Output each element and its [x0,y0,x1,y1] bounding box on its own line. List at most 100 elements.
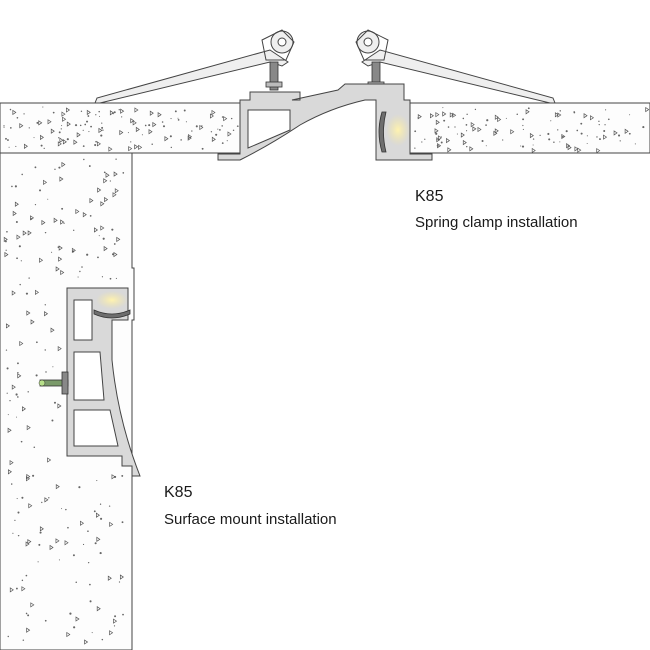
concrete-speck [14,201,19,207]
concrete-speck [41,501,43,504]
concrete-speck [201,147,204,150]
concrete-speck [9,587,14,593]
concrete-speck [6,367,9,370]
concrete-speck [144,124,147,127]
concrete-speck [38,543,41,546]
concrete-speck [221,116,224,118]
concrete-speck [35,374,38,377]
concrete-speck [529,132,534,139]
concrete-speck [20,260,22,262]
concrete-speck [215,133,218,136]
concrete-speck [226,140,228,142]
profile-chamber [73,299,93,341]
spring-clamp-profile [94,29,556,161]
concrete-speck [18,245,21,248]
concrete-speck [54,168,56,171]
concrete-speck [149,110,154,116]
concrete-speck [63,222,65,224]
concrete-speck [596,136,598,138]
concrete-speck [50,128,55,134]
concrete-speck [58,166,61,169]
concrete-speck [61,161,66,168]
concrete-speck [103,178,108,184]
concrete-speck [21,586,26,592]
concrete-speck [26,424,31,431]
concrete-speck [33,137,35,139]
concrete-speck [17,372,19,374]
concrete-speck [132,120,137,126]
concrete-speck [100,225,105,231]
concrete-speck [96,141,101,147]
concrete-speck [59,176,64,182]
concrete-speck [449,112,454,118]
concrete-speck [436,138,438,141]
concrete-speck [580,122,583,125]
concrete-speck [58,559,60,561]
concrete-speck [80,110,83,112]
concrete-speck [58,245,63,251]
concrete-speck [21,173,23,176]
concrete-speck [44,497,49,503]
concrete-speck [440,141,443,144]
concrete-speck [604,124,606,126]
concrete-speck [61,207,64,210]
concrete-speck [9,459,14,466]
concrete-speck [44,304,46,306]
concrete-speck [607,118,610,121]
concrete-speck [32,474,35,477]
concrete-speck [28,503,33,509]
concrete-speck [36,121,39,124]
concrete-speck [11,185,13,188]
concrete-speck [101,126,104,129]
concrete-speck [82,145,85,147]
concrete-speck [16,257,18,260]
concrete-speck [101,276,104,278]
concrete-speck [104,196,109,203]
concrete-speck [7,427,12,433]
concrete-speck [55,538,60,544]
concrete-speck [113,111,116,114]
concrete-speck [118,109,120,111]
concrete-speck [35,289,40,296]
concrete-speck [60,269,65,276]
concrete-speck [624,128,629,134]
concrete-speck [61,508,63,510]
concrete-speck [134,107,139,113]
concrete-speck [162,125,166,128]
concrete-speck [437,135,442,141]
concrete-speck [115,277,117,280]
surface-mount-profile [38,287,141,477]
concrete-speck [39,526,44,532]
spring-clamp-icon [94,29,295,104]
concrete-speck [127,132,129,134]
concrete-speck [16,416,18,418]
concrete-speck [78,486,81,489]
concrete-speck [485,124,487,126]
concrete-speck [73,139,78,145]
concrete-speck [502,139,504,141]
spring-clamp-icon [355,29,556,104]
concrete-speck [39,189,42,192]
concrete-speck [550,120,552,122]
concrete-speck [520,145,522,147]
concrete-speck [51,419,54,422]
concrete-speck [17,373,22,379]
concrete-speck [80,520,85,526]
concrete-speck [52,366,54,368]
concrete-speck [430,113,434,119]
concrete-speck [525,109,530,115]
concrete-speck [148,129,153,135]
concrete-speck [598,120,600,122]
concrete-speck [180,139,182,141]
concrete-speck [47,119,52,125]
concrete-speck [522,124,524,127]
concrete-speck [10,483,13,485]
concrete-speck [574,146,579,152]
led-strip-icon [96,291,128,309]
concrete-speck [66,121,71,127]
concrete-speck [3,126,5,128]
concrete-speck [209,113,214,119]
concrete-speck [49,544,54,551]
concrete-speck [65,508,67,511]
concrete-speck [577,147,582,153]
